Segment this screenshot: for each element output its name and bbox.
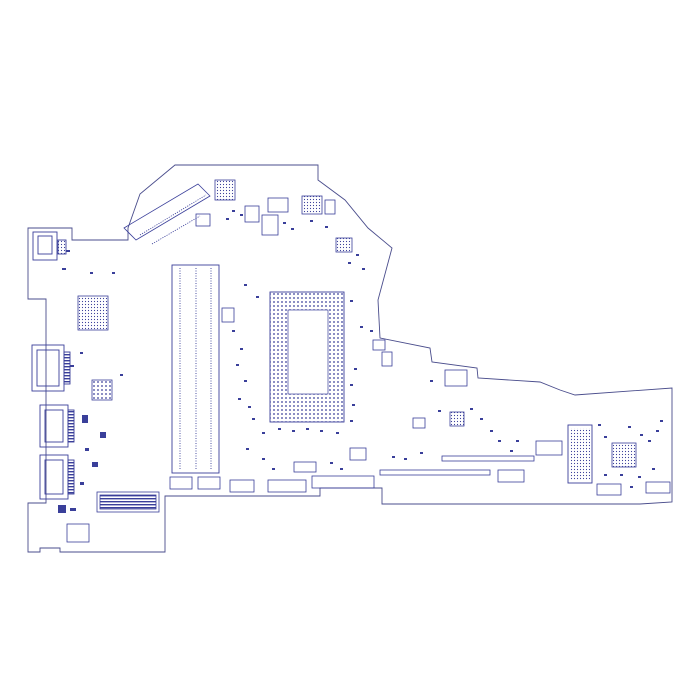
ec-chip bbox=[91, 379, 113, 401]
left-hdmi-port bbox=[31, 344, 71, 392]
audio-chip bbox=[611, 442, 637, 468]
passive-components bbox=[58, 210, 663, 513]
top-components bbox=[195, 179, 465, 473]
left-usbc-port bbox=[32, 231, 67, 261]
small-connector-row bbox=[66, 475, 671, 543]
cpu-package bbox=[269, 291, 345, 423]
pwr-chip bbox=[444, 369, 468, 387]
m2-slot bbox=[567, 424, 593, 484]
ram-slot bbox=[171, 264, 220, 474]
left-usb-port-1 bbox=[39, 404, 75, 448]
board-outline bbox=[27, 164, 673, 553]
memory-chip bbox=[77, 295, 109, 331]
bottom-ribbon-connectors bbox=[96, 440, 563, 513]
left-usb-port-2 bbox=[39, 454, 75, 500]
fan-connector bbox=[123, 183, 211, 245]
